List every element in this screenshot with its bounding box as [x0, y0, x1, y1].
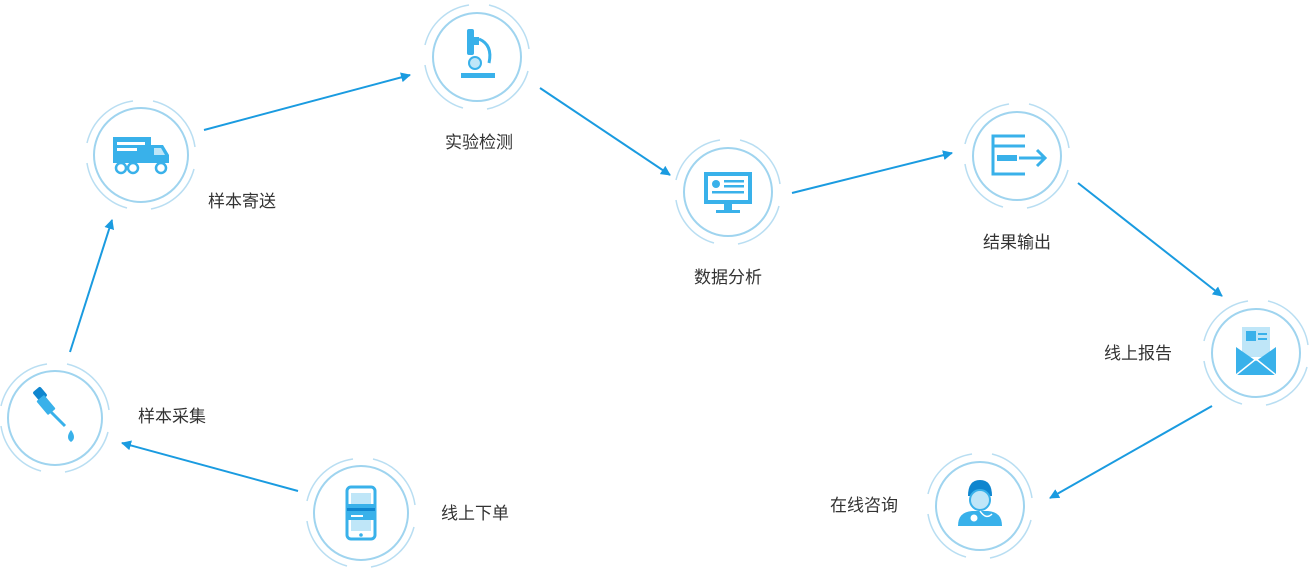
label-online-consult: 在线咨询 — [830, 496, 898, 516]
microscope-icon — [461, 29, 495, 78]
label-result-output: 结果输出 — [983, 233, 1051, 253]
phone-card-icon — [345, 485, 377, 541]
arrow-collect-to-ship — [69, 219, 115, 353]
node-sample-collect[interactable] — [0, 363, 110, 473]
arrow-output-to-report — [1077, 182, 1223, 297]
node-sample-ship[interactable] — [86, 100, 196, 210]
label-online-order: 线上下单 — [441, 504, 509, 524]
label-sample-collect: 样本采集 — [138, 407, 206, 427]
arrow-report-to-consult — [1049, 405, 1213, 499]
export-window-icon — [991, 134, 1048, 176]
dropper-icon — [33, 387, 74, 442]
node-data-analysis[interactable] — [675, 139, 781, 245]
doctor-icon — [958, 480, 1002, 526]
envelope-report-icon — [1235, 327, 1277, 376]
arrows — [69, 72, 1223, 499]
node-online-report[interactable] — [1203, 300, 1309, 406]
monitor-icon — [704, 172, 752, 213]
label-online-report: 线上报告 — [1104, 344, 1172, 364]
truck-icon — [113, 137, 169, 175]
arrow-order-to-collect — [121, 440, 299, 492]
arrow-test-to-analysis — [539, 87, 671, 176]
node-online-order[interactable] — [306, 458, 416, 568]
label-lab-test: 实验检测 — [445, 133, 513, 153]
node-result-output[interactable] — [964, 103, 1070, 209]
label-sample-ship: 样本寄送 — [208, 192, 276, 212]
label-data-analysis: 数据分析 — [694, 268, 762, 288]
node-online-consult[interactable] — [927, 453, 1033, 559]
node-lab-test[interactable] — [424, 4, 530, 110]
arrow-ship-to-test — [203, 72, 411, 131]
arrow-analysis-to-output — [791, 150, 953, 194]
